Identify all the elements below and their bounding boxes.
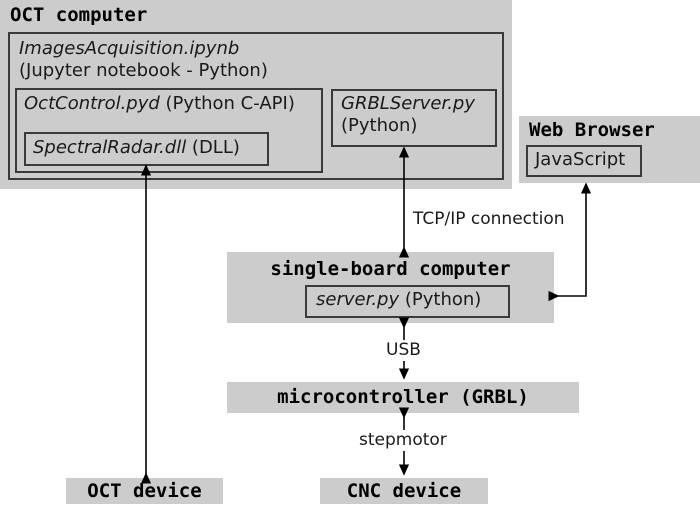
spectral-radar-dll-suffix: (DLL) bbox=[186, 137, 240, 158]
images-acquisition-notebook-name: ImagesAcquisition.ipynb bbox=[19, 38, 240, 59]
connection-label-tcpip: TCP/IP connection bbox=[410, 209, 568, 230]
oct-device-title: OCT device bbox=[87, 480, 202, 502]
arrow-javascript-to-sbc bbox=[548, 182, 592, 302]
grbl-server-py-box: GRBLServer.py (Python) bbox=[331, 89, 497, 147]
spectral-radar-dll-box: SpectralRadar.dll (DLL) bbox=[24, 132, 269, 166]
cnc-device-container: CNC device bbox=[320, 478, 488, 504]
oct-control-pyd-suffix: (Python C-API) bbox=[159, 93, 295, 114]
grbl-server-py-name: GRBLServer.py bbox=[341, 93, 476, 114]
oct-control-pyd-name: OctControl.pyd bbox=[24, 93, 160, 114]
javascript-label: JavaScript bbox=[535, 149, 626, 170]
microcontroller-title: microcontroller (GRBL) bbox=[277, 386, 529, 408]
cnc-device-title: CNC device bbox=[346, 480, 462, 502]
oct-computer-title: OCT computer bbox=[10, 4, 148, 26]
images-acquisition-notebook-subtitle: (Jupyter notebook - Python) bbox=[19, 60, 268, 81]
oct-device-container: OCT device bbox=[66, 478, 223, 504]
microcontroller-container: microcontroller (GRBL) bbox=[227, 382, 579, 413]
spectral-radar-dll-name: SpectralRadar.dll bbox=[33, 137, 187, 158]
grbl-server-py-subtitle: (Python) bbox=[341, 115, 418, 136]
single-board-computer-title: single-board computer bbox=[270, 258, 511, 280]
server-py-box: server.py (Python) bbox=[305, 285, 510, 318]
server-py-suffix: (Python) bbox=[399, 289, 482, 310]
javascript-box: JavaScript bbox=[526, 145, 642, 177]
server-py-name: server.py bbox=[316, 289, 400, 310]
connection-label-usb: USB bbox=[383, 340, 424, 361]
connection-label-stepmotor: stepmotor bbox=[356, 430, 450, 451]
web-browser-title: Web Browser bbox=[529, 119, 655, 141]
